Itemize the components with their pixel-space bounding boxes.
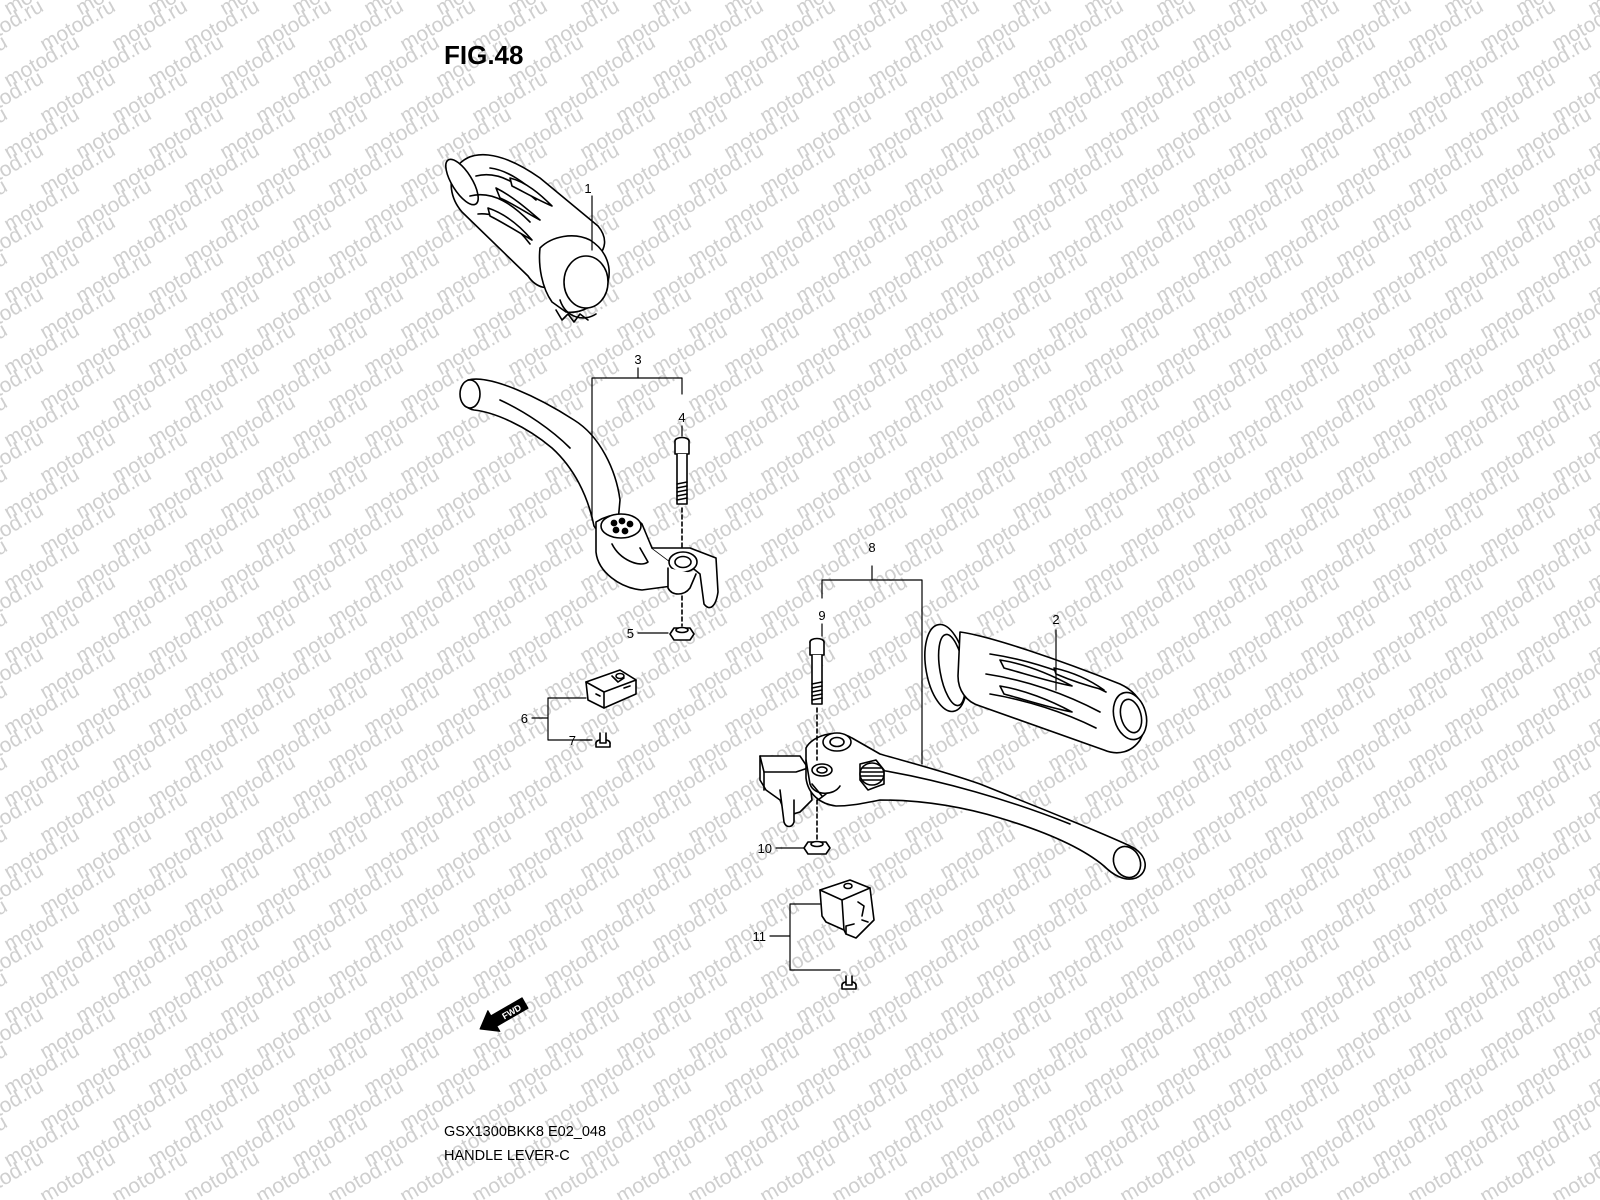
part-11-screw	[841, 975, 857, 990]
part-5-nut	[669, 595, 695, 641]
diagram-description: HANDLE LEVER-C	[444, 1148, 570, 1164]
callout-labels: 1 3 4 5 6 7 8 9 2 10 11	[521, 181, 1060, 944]
part-2-right-grip	[924, 623, 1148, 754]
figure-title: FIG.48	[444, 40, 524, 70]
callout-4: 4	[678, 410, 685, 425]
part-6-switch	[585, 669, 637, 709]
callout-7: 7	[569, 733, 576, 748]
callout-11: 11	[753, 929, 767, 944]
part-8-right-lever	[759, 732, 1146, 880]
diagram-code: GSX1300BKK8 E02_048	[444, 1124, 607, 1140]
part-11-switch	[819, 879, 875, 939]
callout-10: 10	[758, 841, 772, 856]
callout-9: 9	[818, 608, 825, 623]
part-3-left-lever	[459, 378, 719, 609]
part-9-bolt	[809, 637, 825, 761]
callout-3: 3	[634, 352, 641, 367]
part-4-bolt	[674, 436, 690, 549]
part-1-left-grip	[445, 153, 610, 323]
callout-8: 8	[868, 540, 875, 555]
fwd-arrow-icon: FWD	[479, 997, 529, 1032]
part-7-screw	[595, 732, 611, 748]
part-10-nut	[803, 799, 831, 855]
callout-2: 2	[1052, 612, 1059, 627]
callout-1: 1	[584, 181, 591, 196]
leader-lines	[531, 195, 1057, 971]
callout-6: 6	[521, 711, 528, 726]
callout-5: 5	[627, 626, 634, 641]
